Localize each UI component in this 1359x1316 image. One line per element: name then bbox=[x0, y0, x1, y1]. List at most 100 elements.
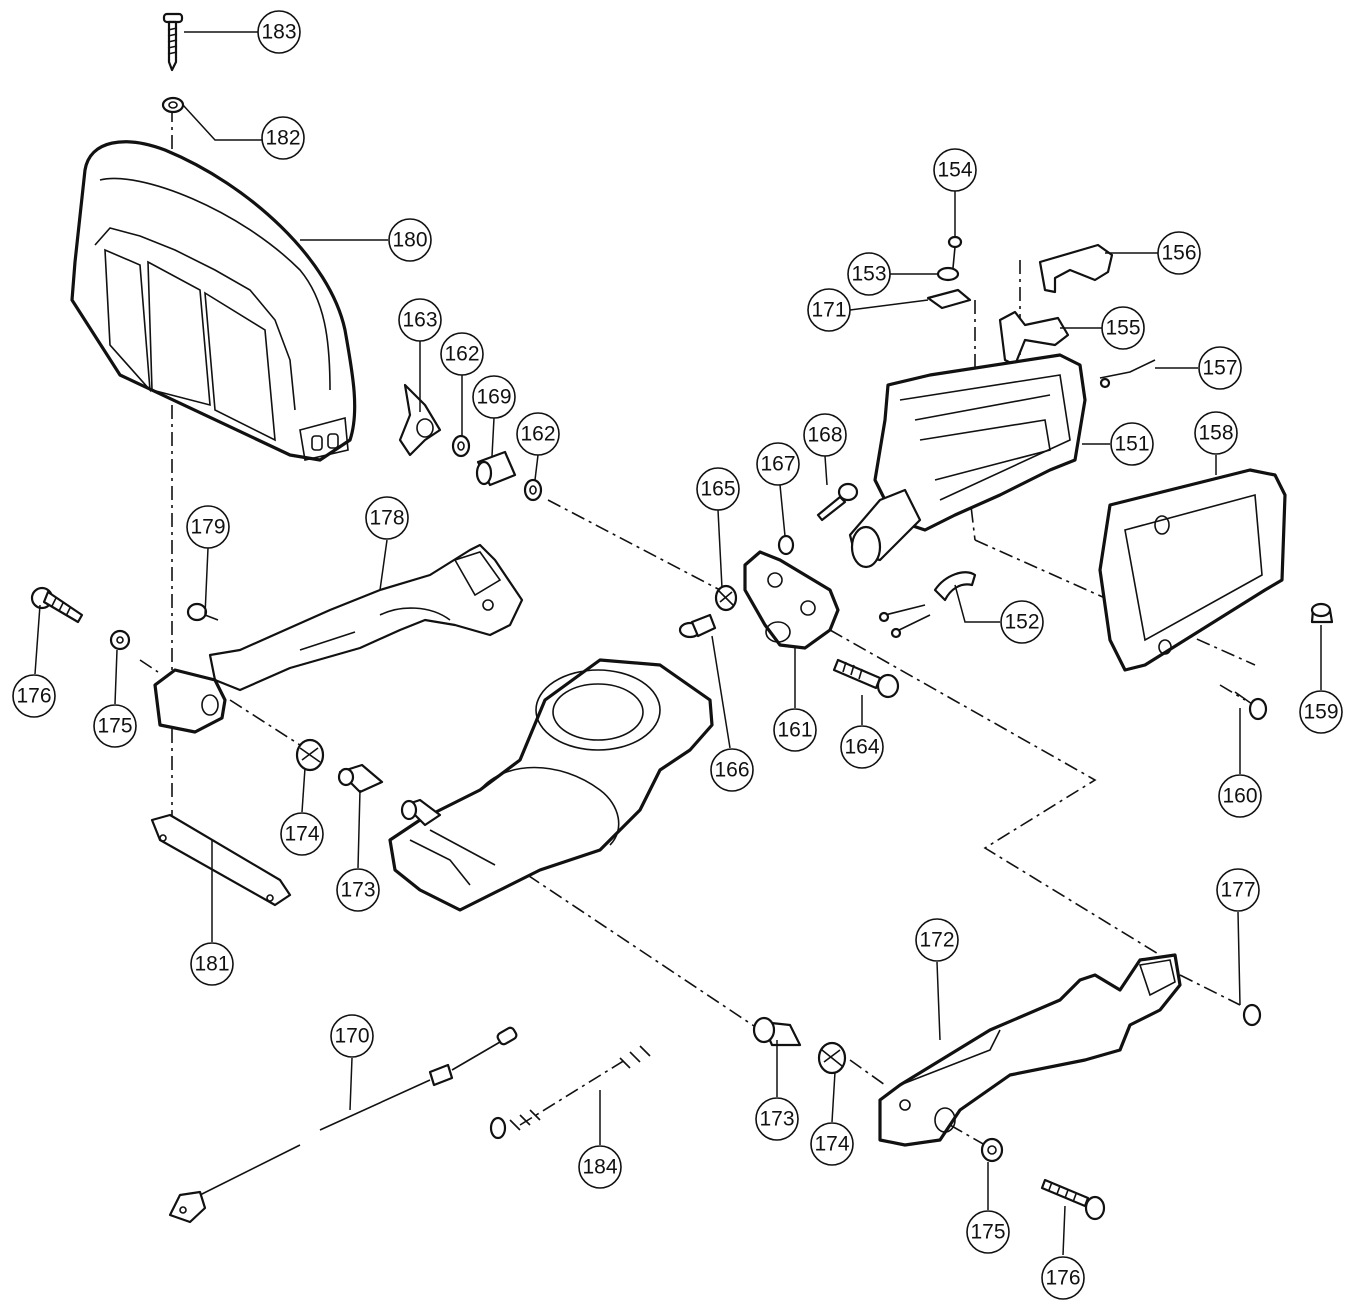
svg-text:177: 177 bbox=[1220, 879, 1255, 902]
callout-176-left: 176 bbox=[12, 674, 56, 718]
callout-175-left: 175 bbox=[93, 704, 137, 748]
part-156-switch-cover bbox=[1038, 243, 1114, 294]
callout-161: 161 bbox=[773, 708, 817, 752]
svg-text:156: 156 bbox=[1161, 242, 1196, 265]
svg-text:173: 173 bbox=[340, 879, 375, 902]
part-184-spring bbox=[489, 1045, 651, 1140]
part-165-damper bbox=[714, 584, 738, 612]
callout-177: 177 bbox=[1216, 868, 1260, 912]
callout-174-upper: 174 bbox=[280, 812, 324, 856]
callout-180: 180 bbox=[388, 218, 432, 262]
svg-text:176: 176 bbox=[16, 685, 51, 708]
callout-171: 171 bbox=[807, 288, 851, 332]
svg-text:162: 162 bbox=[520, 423, 555, 446]
part-158-handle-cover bbox=[1098, 468, 1287, 672]
part-162-washer bbox=[451, 434, 543, 502]
svg-text:165: 165 bbox=[700, 478, 735, 501]
svg-text:174: 174 bbox=[814, 1133, 849, 1156]
svg-text:163: 163 bbox=[402, 309, 437, 332]
callout-154: 154 bbox=[933, 148, 977, 192]
callout-160: 160 bbox=[1218, 774, 1262, 818]
part-183-screw bbox=[162, 12, 184, 72]
svg-text:170: 170 bbox=[334, 1025, 369, 1048]
svg-text:167: 167 bbox=[760, 453, 795, 476]
callout-165: 165 bbox=[696, 467, 740, 511]
callout-173-lower: 173 bbox=[755, 1097, 799, 1141]
part-154-screw bbox=[947, 235, 963, 269]
callout-163: 163 bbox=[398, 298, 442, 342]
svg-text:173: 173 bbox=[759, 1108, 794, 1131]
callout-162-lower: 162 bbox=[516, 412, 560, 456]
part-gear-housing bbox=[388, 658, 714, 912]
svg-text:184: 184 bbox=[582, 1156, 617, 1179]
part-169-spacer bbox=[475, 450, 517, 487]
callout-175-right: 175 bbox=[966, 1210, 1010, 1254]
svg-text:164: 164 bbox=[844, 736, 879, 759]
callout-159: 159 bbox=[1299, 690, 1343, 734]
part-172-bracket bbox=[878, 953, 1182, 1147]
part-153-washer bbox=[936, 266, 960, 282]
svg-text:151: 151 bbox=[1114, 433, 1149, 456]
svg-text:162: 162 bbox=[444, 343, 479, 366]
callout-181: 181 bbox=[190, 942, 234, 986]
callout-153: 153 bbox=[847, 252, 891, 296]
callout-174-lower: 174 bbox=[810, 1122, 854, 1166]
part-181-plate bbox=[150, 813, 292, 907]
callout-157: 157 bbox=[1198, 346, 1242, 390]
part-164-bolt bbox=[832, 658, 900, 699]
callout-178: 178 bbox=[365, 496, 409, 540]
part-176-bolt bbox=[30, 586, 1106, 1221]
part-151-rear-handle bbox=[848, 353, 1087, 569]
part-173-collar bbox=[337, 763, 802, 1047]
svg-text:153: 153 bbox=[851, 263, 886, 286]
callout-158: 158 bbox=[1194, 411, 1238, 455]
part-152-clamp bbox=[878, 571, 977, 639]
svg-text:180: 180 bbox=[392, 229, 427, 252]
callout-182: 182 bbox=[261, 116, 305, 160]
svg-text:155: 155 bbox=[1105, 317, 1140, 340]
part-182-washer bbox=[161, 96, 185, 114]
svg-text:160: 160 bbox=[1222, 785, 1257, 808]
svg-text:179: 179 bbox=[190, 516, 225, 539]
callout-170: 170 bbox=[330, 1014, 374, 1058]
svg-text:174: 174 bbox=[284, 823, 319, 846]
svg-text:159: 159 bbox=[1303, 701, 1338, 724]
callout-156: 156 bbox=[1157, 231, 1201, 275]
callout-152: 152 bbox=[1000, 600, 1044, 644]
part-177-screw bbox=[1242, 1003, 1262, 1027]
callout-172: 172 bbox=[915, 918, 959, 962]
callout-173-upper: 173 bbox=[336, 868, 380, 912]
part-168-bolt bbox=[816, 482, 859, 522]
callout-162-upper: 162 bbox=[440, 332, 484, 376]
part-178-bracket bbox=[208, 543, 524, 692]
callout-183: 183 bbox=[257, 10, 301, 54]
svg-text:169: 169 bbox=[476, 386, 511, 409]
svg-text:171: 171 bbox=[811, 299, 846, 322]
svg-text:172: 172 bbox=[919, 929, 954, 952]
svg-text:166: 166 bbox=[714, 759, 749, 782]
svg-text:152: 152 bbox=[1004, 611, 1039, 634]
part-179-screw bbox=[186, 602, 219, 622]
svg-text:176: 176 bbox=[1045, 1267, 1080, 1290]
callout-176-right: 176 bbox=[1041, 1256, 1085, 1300]
svg-text:158: 158 bbox=[1198, 422, 1233, 445]
part-163-wing-nut bbox=[398, 383, 442, 457]
svg-text:175: 175 bbox=[970, 1221, 1005, 1244]
part-170-cable bbox=[168, 1026, 518, 1224]
svg-text:161: 161 bbox=[777, 719, 812, 742]
part-174-damper bbox=[295, 738, 847, 1075]
callout-166: 166 bbox=[710, 748, 754, 792]
part-178-mount-block bbox=[153, 668, 227, 734]
callout-167: 167 bbox=[756, 442, 800, 486]
callout-168: 168 bbox=[803, 413, 847, 457]
part-166-collar bbox=[678, 613, 717, 639]
svg-text:181: 181 bbox=[194, 953, 229, 976]
leader-lines bbox=[34, 31, 1322, 1256]
svg-text:175: 175 bbox=[97, 715, 132, 738]
svg-text:157: 157 bbox=[1202, 357, 1237, 380]
part-171-plate bbox=[926, 288, 972, 310]
part-160-screw bbox=[1234, 691, 1268, 721]
part-161-bracket bbox=[743, 550, 840, 650]
svg-text:183: 183 bbox=[261, 21, 296, 44]
